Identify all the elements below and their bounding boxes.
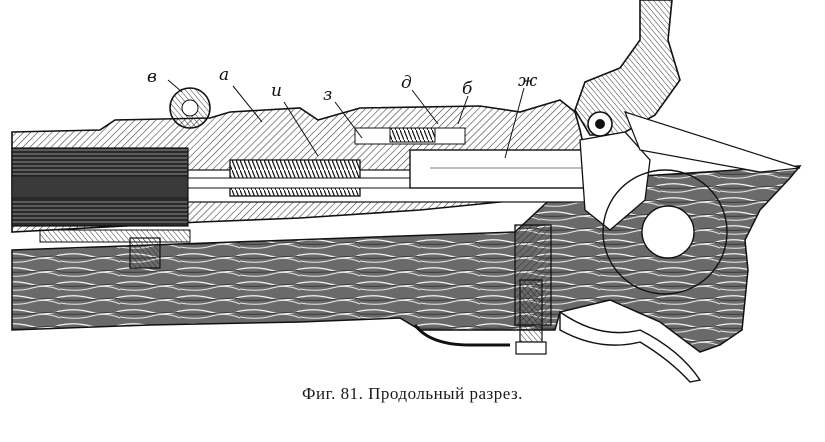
cocking-piece [579,131,651,231]
firing-pin [187,177,419,189]
bolt-body [409,149,591,189]
label-v: в [147,67,157,87]
label-d: д [401,73,412,93]
barrel-bore [11,175,189,199]
label-b: б [462,79,473,99]
figure-caption: Фиг. 81. Продольный разрез. [302,384,523,403]
label-a: а [219,65,229,85]
trigger-guard [413,324,510,347]
label-zh: ж [518,71,538,91]
trigger [559,310,702,383]
thread-ring [39,229,191,243]
label-i: и [271,81,282,101]
extractor-spring [389,127,436,143]
label-z: з [323,85,332,105]
receiver-tail [623,111,801,173]
front-screw [129,237,161,269]
rear-disk [602,169,728,295]
screw [519,279,543,343]
